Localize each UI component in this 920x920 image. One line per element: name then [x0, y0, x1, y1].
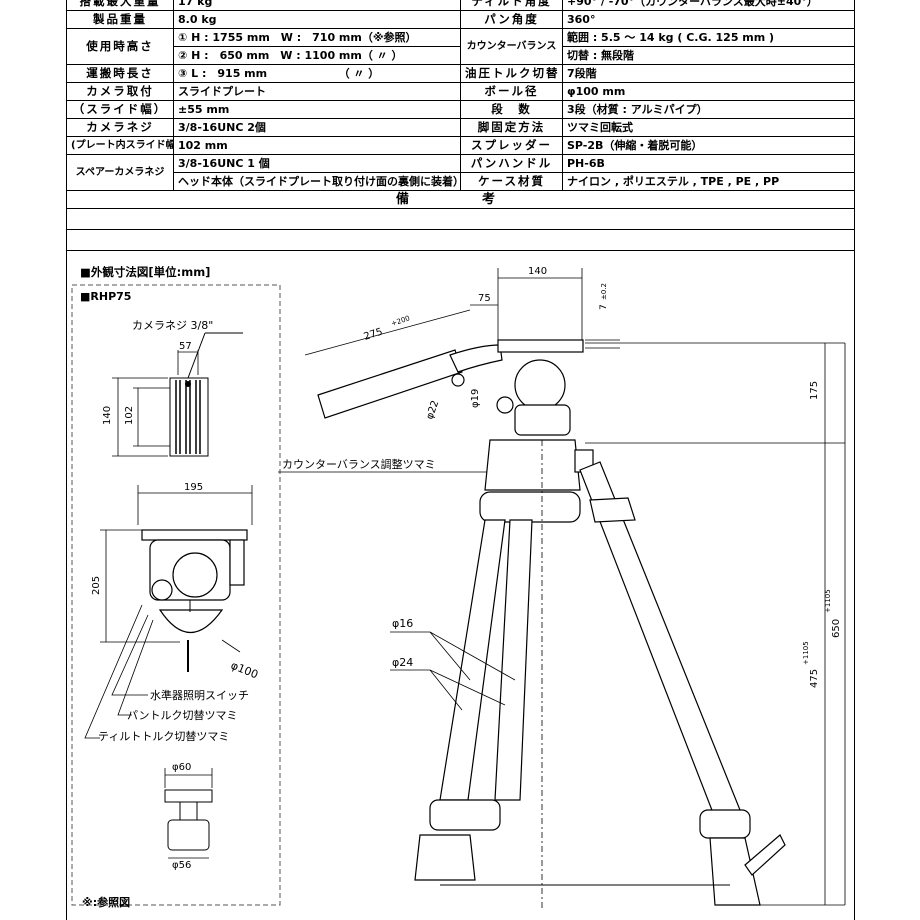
remarks-row: [66, 229, 855, 251]
rhp75-dashed-box: [71, 284, 281, 906]
drawing-frame: [66, 250, 855, 920]
dim-175: 175: [809, 381, 820, 400]
dim-650-sup: +1105: [824, 589, 832, 613]
dim-16: φ16: [392, 617, 413, 630]
dim-60: φ60: [172, 762, 191, 773]
label-counterbalance-knob: カウンターバランス調整ツマミ: [282, 457, 436, 471]
label-tilt-torque-knob: ティルトトルク切替ツマミ: [98, 729, 229, 743]
dim-140-left: 140: [102, 406, 113, 425]
dim-7: 7: [599, 304, 609, 310]
dim-140-right: 140: [528, 266, 547, 277]
dim-24: φ24: [392, 656, 413, 669]
dim-57: 57: [179, 341, 192, 352]
dim-195: 195: [184, 482, 203, 493]
model-label: ■RHP75: [80, 290, 131, 303]
footnote-label: ※:参照図: [82, 895, 130, 909]
dim-650: 650: [831, 619, 842, 638]
dim-22: φ22: [424, 399, 441, 421]
spec-label: カメラ取付: [66, 82, 174, 101]
label-level-light-switch: 水準器照明スイッチ: [150, 688, 249, 702]
dim-ball-100: φ100: [229, 659, 260, 682]
dim-19: φ19: [470, 389, 481, 408]
dim-205: 205: [91, 576, 102, 595]
spec-value: 切替 : 無段階: [562, 46, 855, 65]
spec-label: カウンターバランス: [460, 28, 563, 65]
spec-label: パンハンドル: [460, 154, 563, 173]
spec-label: カメラネジ: [66, 118, 174, 137]
spec-value: 102 mm: [173, 136, 461, 155]
spec-value: スライドプレート: [173, 82, 461, 101]
spec-value: 範囲 : 5.5 ～ 14 kg ( C.G. 125 mm ): [562, 28, 855, 47]
spec-label: 脚固定方法: [460, 118, 563, 137]
spec-value: SP-2B（伸縮・着脱可能）: [562, 136, 855, 155]
dim-75: 75: [478, 293, 491, 304]
dim-102: 102: [124, 406, 135, 425]
spec-value: ② H : 650 mm W : 1100 mm（ 〃 ）: [173, 46, 461, 65]
section-title: ■外観寸法図[単位:mm]: [80, 265, 210, 279]
spec-value: ヘッド本体（スライドプレート取り付け面の裏側に装着）: [173, 172, 461, 191]
label-pan-torque-knob: パントルク切替ツマミ: [127, 708, 238, 722]
dim-275-sup: +200: [390, 314, 411, 328]
spec-label: （スライド幅）: [66, 100, 174, 119]
dim-7-tol: ±0.2: [600, 283, 608, 300]
camera-screw-label: カメラネジ 3/8": [132, 319, 213, 332]
dim-475: 475: [809, 669, 820, 688]
dim-475-sup: +1105: [802, 641, 810, 665]
spec-label: 製品重量: [66, 10, 174, 29]
dim-56: φ56: [172, 860, 191, 871]
